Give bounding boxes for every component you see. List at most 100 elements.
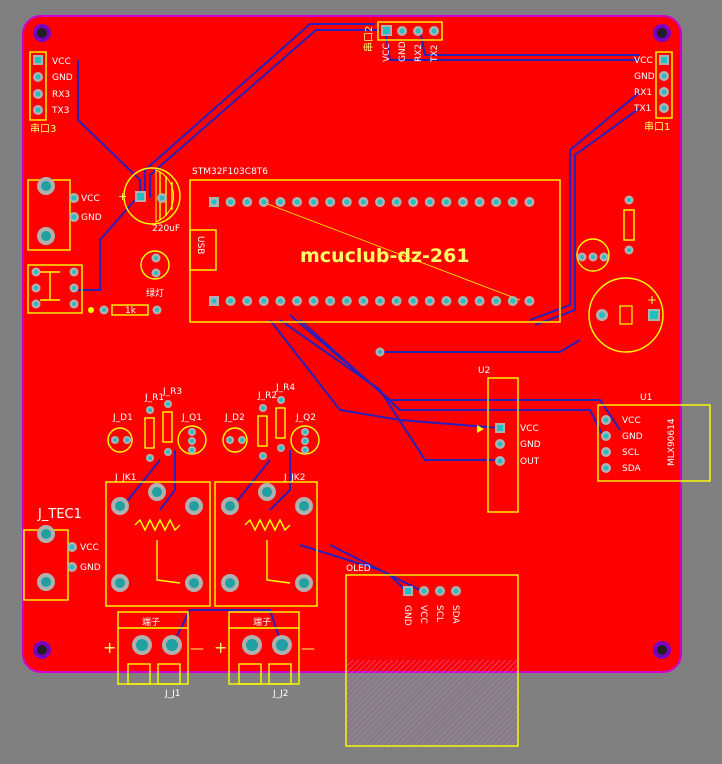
mcu-bottom-pad-hole [460,298,466,304]
j-j2-label: J_J2 [272,689,289,699]
j2-plus: + [214,638,227,657]
green-led: 绿灯 [140,250,170,299]
uart2-pin-tx: TX2 [430,45,440,63]
uart1-pin-gnd: GND [634,72,655,82]
uart3-pin-vcc: VCC [52,57,71,67]
mcu-top-pad-hole [493,199,499,205]
uart3-pin-tx: TX3 [51,106,69,116]
uart1-header: VCC GND RX1 TX1 串口1 [633,51,673,133]
u1-pin-vcc: VCC [622,416,641,426]
j1-plus: + [103,638,116,657]
buzzer: + [588,277,664,353]
uart2-pin-rx: RX2 [414,44,424,62]
tec-pin-gnd: GND [80,563,101,573]
power-switch [27,264,83,314]
mcu-bottom-pad-hole [443,298,449,304]
mcu-top-pad-hole [327,199,333,205]
power-pin-gnd: GND [81,213,102,223]
oled-pin-scl: SCL [434,605,444,622]
channel-2: J_D2 J_R2 J_R4 J_Q2 J_JK2 [214,383,320,607]
buzzer-plus: + [647,293,657,307]
resistor-label: 1k [125,306,137,316]
uart2-pin-gnd: GND [398,41,408,62]
mcu-bottom-pad-hole [394,298,400,304]
mcu-bottom-pad-hole [410,298,416,304]
usb-label: USB [195,236,205,254]
mcu-bottom-pad-hole [261,298,267,304]
u1-pin-scl: SCL [622,448,639,458]
capacitor-value: 220uF [152,224,180,234]
mcu-bottom-pad-hole [294,298,300,304]
oled-pin-gnd: GND [402,605,412,626]
mcu-bottom-pad-hole [477,298,483,304]
j-d2-label: J_D2 [224,413,245,423]
oled-label: OLED [346,564,371,574]
mcu-top-pad-hole [443,199,449,205]
mcu-top-pad-hole [410,199,416,205]
capacitor-220uf: + 220uF [118,167,181,234]
mcu-bottom-pad-hole [526,298,532,304]
u1-pin-gnd: GND [622,432,643,442]
mcu-top-pad-hole [277,199,283,205]
u2-pin-vcc: VCC [520,424,539,434]
uart3-label: 串口3 [30,123,56,135]
j-r1-label: J_R1 [144,393,164,403]
mcu-top-pad-hole [377,199,383,205]
capacitor-plus: + [118,190,127,203]
mcu-top-pad-hole [427,199,433,205]
u2-name: U2 [478,366,490,376]
mcu-top-pad-hole [477,199,483,205]
j-j1-label: J_J1 [164,689,181,699]
mcu-top-pad-hole [460,199,466,205]
mcu-bottom-pad-hole [327,298,333,304]
mcu-top-pad-hole [360,199,366,205]
mcu-top-pad-hole [261,199,267,205]
j-q1-label: J_Q1 [181,413,202,423]
mcu-bottom-pad-hole [510,298,516,304]
uart3-pin-gnd: GND [52,73,73,83]
led-label: 绿灯 [146,287,164,299]
j-q2-label: J_Q2 [295,413,316,423]
u2-pin-out: OUT [520,457,540,467]
j-r4-label: J_R4 [275,383,295,393]
mcu-top-pad-hole [344,199,350,205]
mcu-top-pad-hole [394,199,400,205]
uart2-header: VCC GND RX2 TX2 串口2 [363,21,443,63]
channel-1: J_D1 J_R1 J_R3 J_Q1 J_JK1 [105,387,211,607]
mcu-top-pad-hole [211,199,217,205]
oled-module: OLED GND VCC SCL SDA [345,564,519,747]
mcu-name: STM32F103C8T6 [192,167,268,177]
mcu-bottom-pad-hole [427,298,433,304]
j2-minus: — [301,641,315,657]
resistor-right [623,195,635,255]
oled-pin-vcc: VCC [418,605,428,624]
u2-pin-gnd: GND [520,440,541,450]
j-r3-label: J_R3 [162,387,182,397]
mcu-top-pad-hole [510,199,516,205]
resistor-1k: 1k [88,304,162,316]
power-pin-vcc: VCC [81,194,100,204]
u1-name: U1 [640,393,652,403]
uart2-label: 串口2 [363,26,375,52]
j1-minus: — [190,641,204,657]
uart3-header: VCC GND RX3 TX3 串口3 [29,51,73,135]
mcu-top-pad-hole [294,199,300,205]
mcu-bottom-pad-hole [493,298,499,304]
u1-sensor: U1 VCC GND SCL SDA MLX90614 [597,393,711,482]
terminal-j2: 端子 + — J_J2 [214,611,315,699]
mcu-top-pad-hole [311,199,317,205]
mcu-module: USB STM32F103C8T6 mcuclub-dz-261 [189,167,561,323]
tec-connector: J_TEC1 VCC GND [23,507,101,601]
board-title: mcuclub-dz-261 [300,245,470,267]
mcu-top-pad-hole [526,199,532,205]
mcu-bottom-pad-hole [244,298,250,304]
u2-sensor: U2 VCC GND OUT [477,366,541,513]
mcu-bottom-pad-hole [377,298,383,304]
j1-terminal-label: 端子 [142,616,160,628]
power-jack: VCC GND [27,177,102,251]
j-jk2-label: J_JK2 [283,473,305,483]
mcu-bottom-pad-hole [211,298,217,304]
uart2-pin-vcc: VCC [382,43,392,62]
mcu-top-pad-hole [228,199,234,205]
